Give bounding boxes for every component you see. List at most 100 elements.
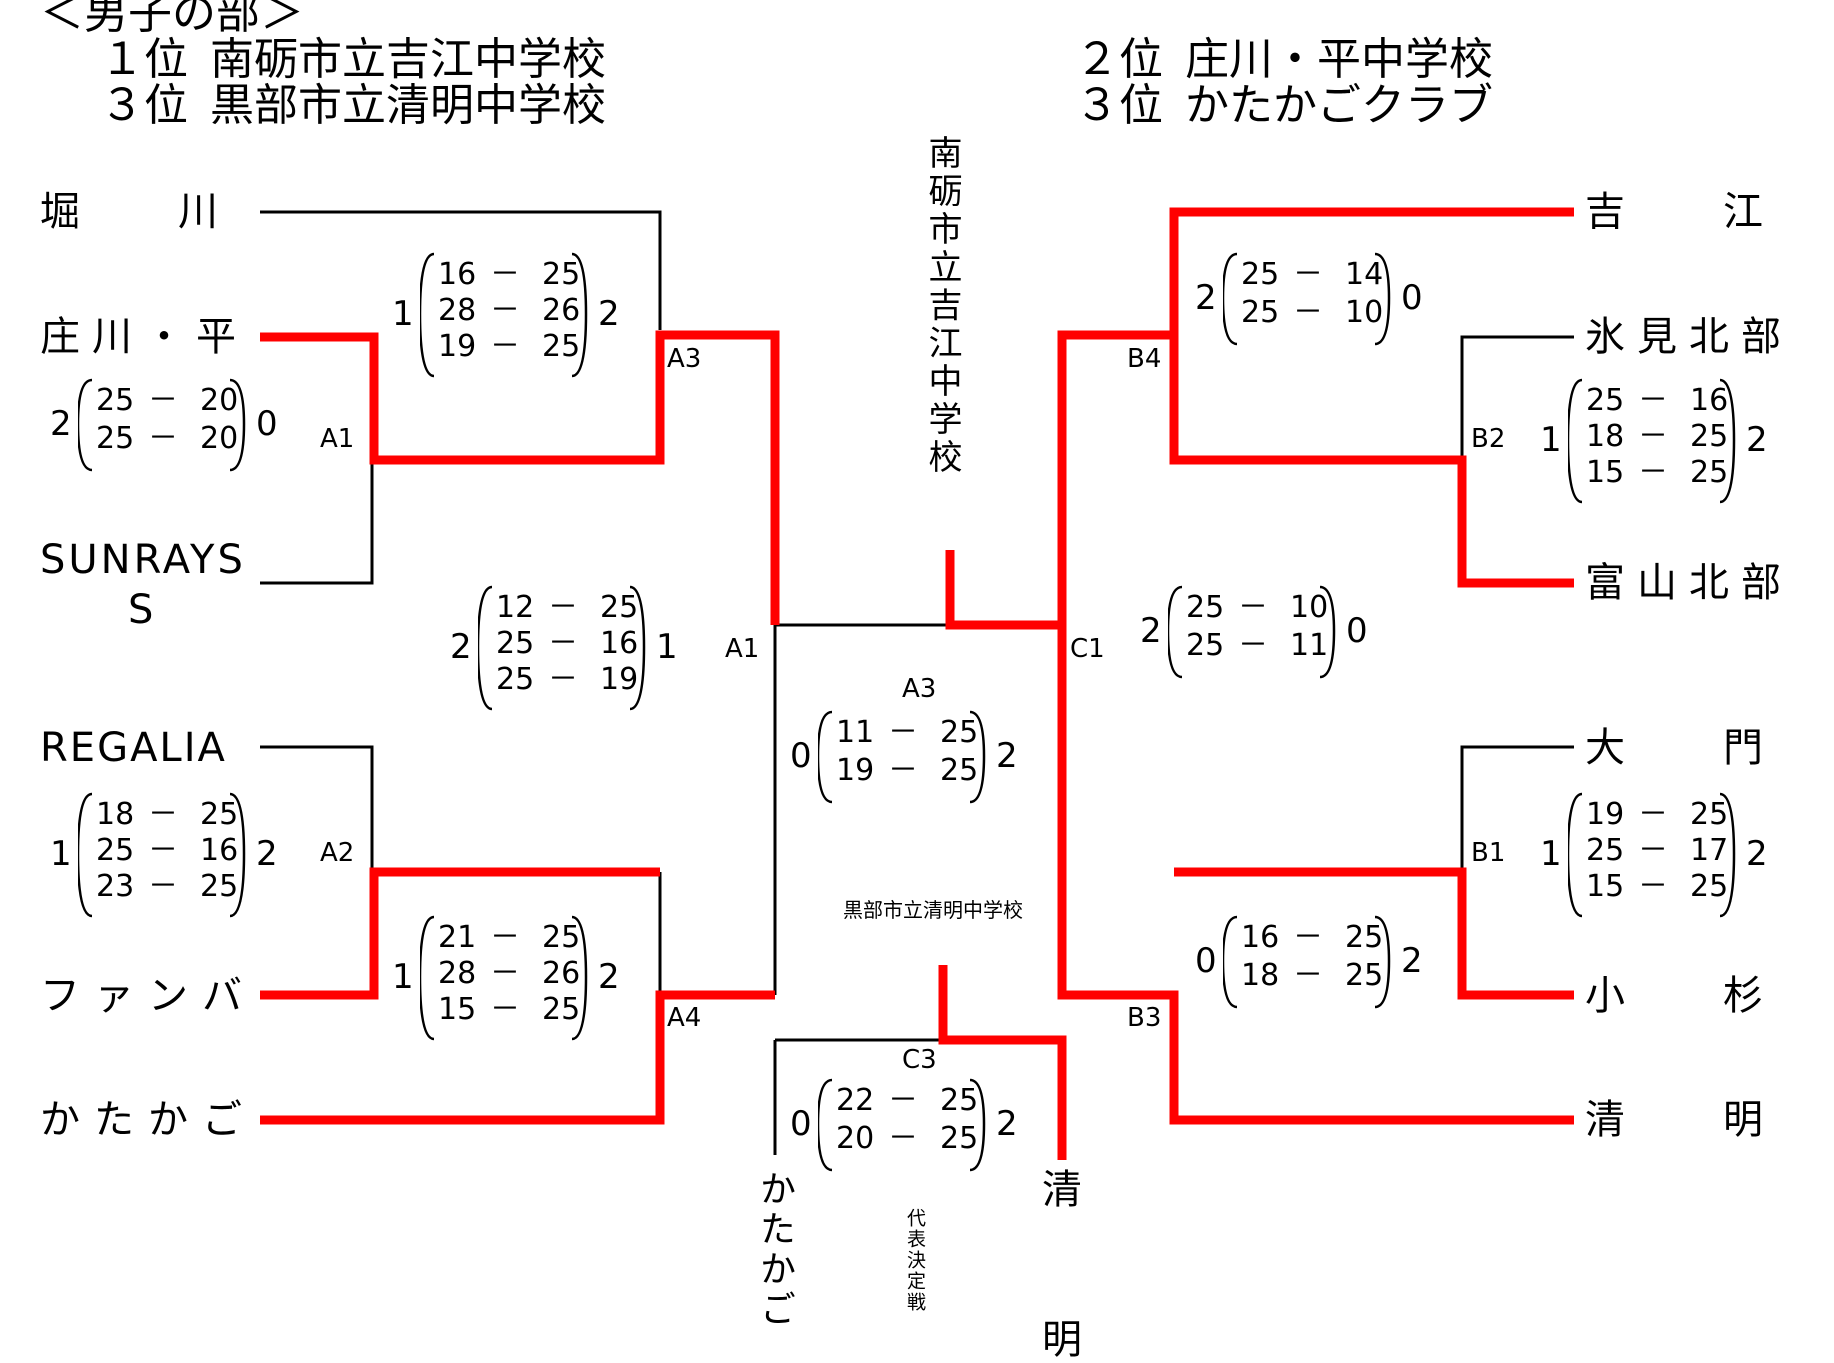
score-dash: －: [490, 992, 520, 1027]
line-himi: [1460, 335, 1574, 460]
score-dash: －: [1638, 869, 1668, 904]
code-a1-left: A1: [320, 424, 355, 454]
score-dash: －: [148, 797, 178, 832]
close-paren: [1374, 915, 1391, 1009]
set-score-left: 28: [438, 956, 477, 991]
team-sunrays: SUNRAYS: [40, 537, 246, 583]
score-dash: －: [1638, 455, 1668, 490]
team-katakago: かたかご: [40, 1097, 256, 1143]
set-score-left: 25: [1586, 383, 1625, 418]
sets-won-left: 2: [450, 627, 472, 667]
open-paren: [420, 252, 435, 378]
team-himi-hokubu: 氷見北部: [1585, 314, 1793, 360]
code-a2-left: A2: [320, 838, 355, 868]
score-dash: －: [888, 753, 918, 788]
score-brackets: [1168, 585, 1336, 679]
playoff-label: 代表決定戦: [904, 1208, 926, 1313]
sets-won-left: 1: [1540, 834, 1562, 874]
open-paren: [78, 378, 93, 472]
set-score-left: 15: [1586, 869, 1625, 904]
set-score-left: 12: [496, 590, 535, 625]
third-place-team-label: 黒部市立清明中学校: [843, 898, 1023, 922]
set-score-right: 25: [1345, 958, 1384, 993]
set-score-left: 16: [1241, 920, 1280, 955]
set-score-left: 22: [836, 1083, 875, 1118]
close-paren: [229, 792, 246, 918]
line-regalia: [260, 745, 374, 872]
score-brackets: [420, 252, 588, 378]
score-dash: －: [888, 715, 918, 750]
score-dash: －: [490, 329, 520, 364]
sets-won-right: 2: [598, 957, 620, 997]
win-line-fanba: [260, 867, 660, 1000]
sets-won-right: 1: [656, 627, 678, 667]
code-a1-semi: A1: [725, 634, 760, 664]
second-place-team: 庄川・平中学校: [1185, 34, 1493, 85]
sets-won-right: 0: [256, 404, 278, 444]
set-score-left: 25: [1186, 628, 1225, 663]
close-paren: [571, 252, 588, 378]
score-dash: －: [548, 662, 578, 697]
set-score-left: 19: [438, 329, 477, 364]
set-score-left: 15: [1586, 455, 1625, 490]
score-dash: －: [1238, 628, 1268, 663]
code-b4: B4: [1127, 344, 1162, 374]
score-dash: －: [888, 1083, 918, 1118]
close-paren: [229, 378, 246, 472]
team-toyama-hokubu: 富山北部: [1585, 560, 1793, 606]
team-kosugi: 小 杉: [1585, 973, 1769, 1019]
open-paren: [78, 792, 93, 918]
score-brackets: [1223, 915, 1391, 1009]
score-dash: －: [148, 383, 178, 418]
score-dash: －: [548, 590, 578, 625]
score-dash: －: [888, 1121, 918, 1156]
third-place-label-a: ３位: [100, 80, 188, 131]
set-score-right: 20: [200, 421, 239, 456]
set-score-right: 11: [1290, 628, 1329, 663]
win-line-shokawa: [260, 330, 780, 625]
set-score-right: 25: [940, 715, 979, 750]
score-dash: －: [148, 833, 178, 868]
score-brackets: [420, 915, 588, 1041]
score-dash: －: [1293, 920, 1323, 955]
team-sunrays-tail: S: [128, 587, 154, 633]
code-c1: C1: [1070, 634, 1105, 664]
set-score-left: 25: [1241, 257, 1280, 292]
score-dash: －: [1638, 833, 1668, 868]
sets-won-left: 2: [50, 404, 72, 444]
set-score-right: 10: [1345, 295, 1384, 330]
set-score-right: 25: [940, 753, 979, 788]
open-paren: [1223, 915, 1238, 1009]
set-score-left: 23: [96, 869, 135, 904]
set-score-left: 25: [96, 833, 135, 868]
third-place-label-b: ３位: [1075, 80, 1163, 131]
score-dash: －: [148, 869, 178, 904]
code-b2: B2: [1471, 424, 1506, 454]
set-score-right: 25: [1690, 419, 1729, 454]
open-paren: [1168, 585, 1183, 679]
score-dash: －: [1638, 419, 1668, 454]
score-brackets: [818, 1078, 986, 1172]
score-brackets: [1223, 252, 1391, 346]
line-sunrays: [260, 460, 374, 585]
sets-won-left: 1: [392, 294, 414, 334]
set-score-right: 16: [200, 833, 239, 868]
close-paren: [1719, 378, 1736, 504]
score-dash: －: [1293, 257, 1323, 292]
set-score-right: 16: [1690, 383, 1729, 418]
open-paren: [818, 1078, 833, 1172]
set-score-left: 18: [96, 797, 135, 832]
score-dash: －: [490, 257, 520, 292]
close-paren: [629, 585, 646, 711]
score-dash: －: [1638, 383, 1668, 418]
team-yoshie: 吉 江: [1585, 189, 1769, 235]
code-c3: C3: [902, 1045, 937, 1075]
set-score-left: 28: [438, 293, 477, 328]
sets-won-left: 1: [50, 834, 72, 874]
set-score-right: 25: [542, 920, 581, 955]
set-score-right: 25: [542, 329, 581, 364]
close-paren: [969, 710, 986, 804]
win-line-katakago: [260, 990, 775, 1125]
sets-won-right: 2: [598, 294, 620, 334]
